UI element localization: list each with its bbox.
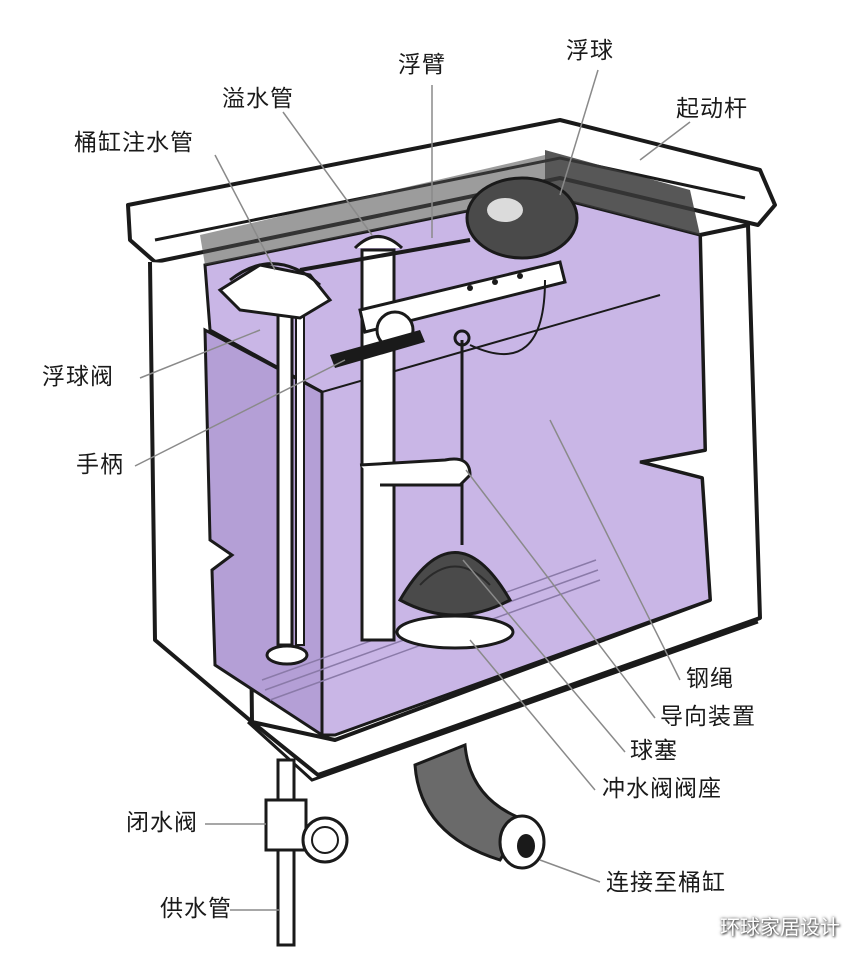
label-handle: 手柄 [76,452,124,478]
ballcock-assembly [217,262,333,666]
label-lift-wire: 钢绳 [686,666,734,692]
label-flush-valve-seat: 冲水阀阀座 [602,776,722,802]
label-float-ball: 浮球 [566,38,614,64]
label-shutoff-valve: 闭水阀 [126,810,198,836]
float-arm-and-ball [299,176,579,272]
label-to-bowl: 连接至桶缸 [606,870,726,896]
overflow-pipe [353,235,404,642]
leader-lines [134,69,691,911]
trip-lever [330,260,567,368]
watermark: 环球家居设计 [720,915,840,939]
tank-ball-and-seat [395,551,515,650]
label-tank-ball: 球塞 [630,738,678,764]
label-float-arm: 浮臂 [398,52,446,78]
outlet-elbow [413,742,546,870]
label-supply-pipe: 供水管 [160,896,232,922]
supply-pipe-and-valve [264,758,349,947]
label-trip-lever: 起动杆 [676,96,748,122]
label-ballcock: 浮球阀 [42,364,114,390]
label-overflow-pipe: 溢水管 [222,86,294,112]
label-guide: 导向装置 [660,704,756,730]
label-bowl-refill-tube: 桶缸注水管 [74,130,194,156]
